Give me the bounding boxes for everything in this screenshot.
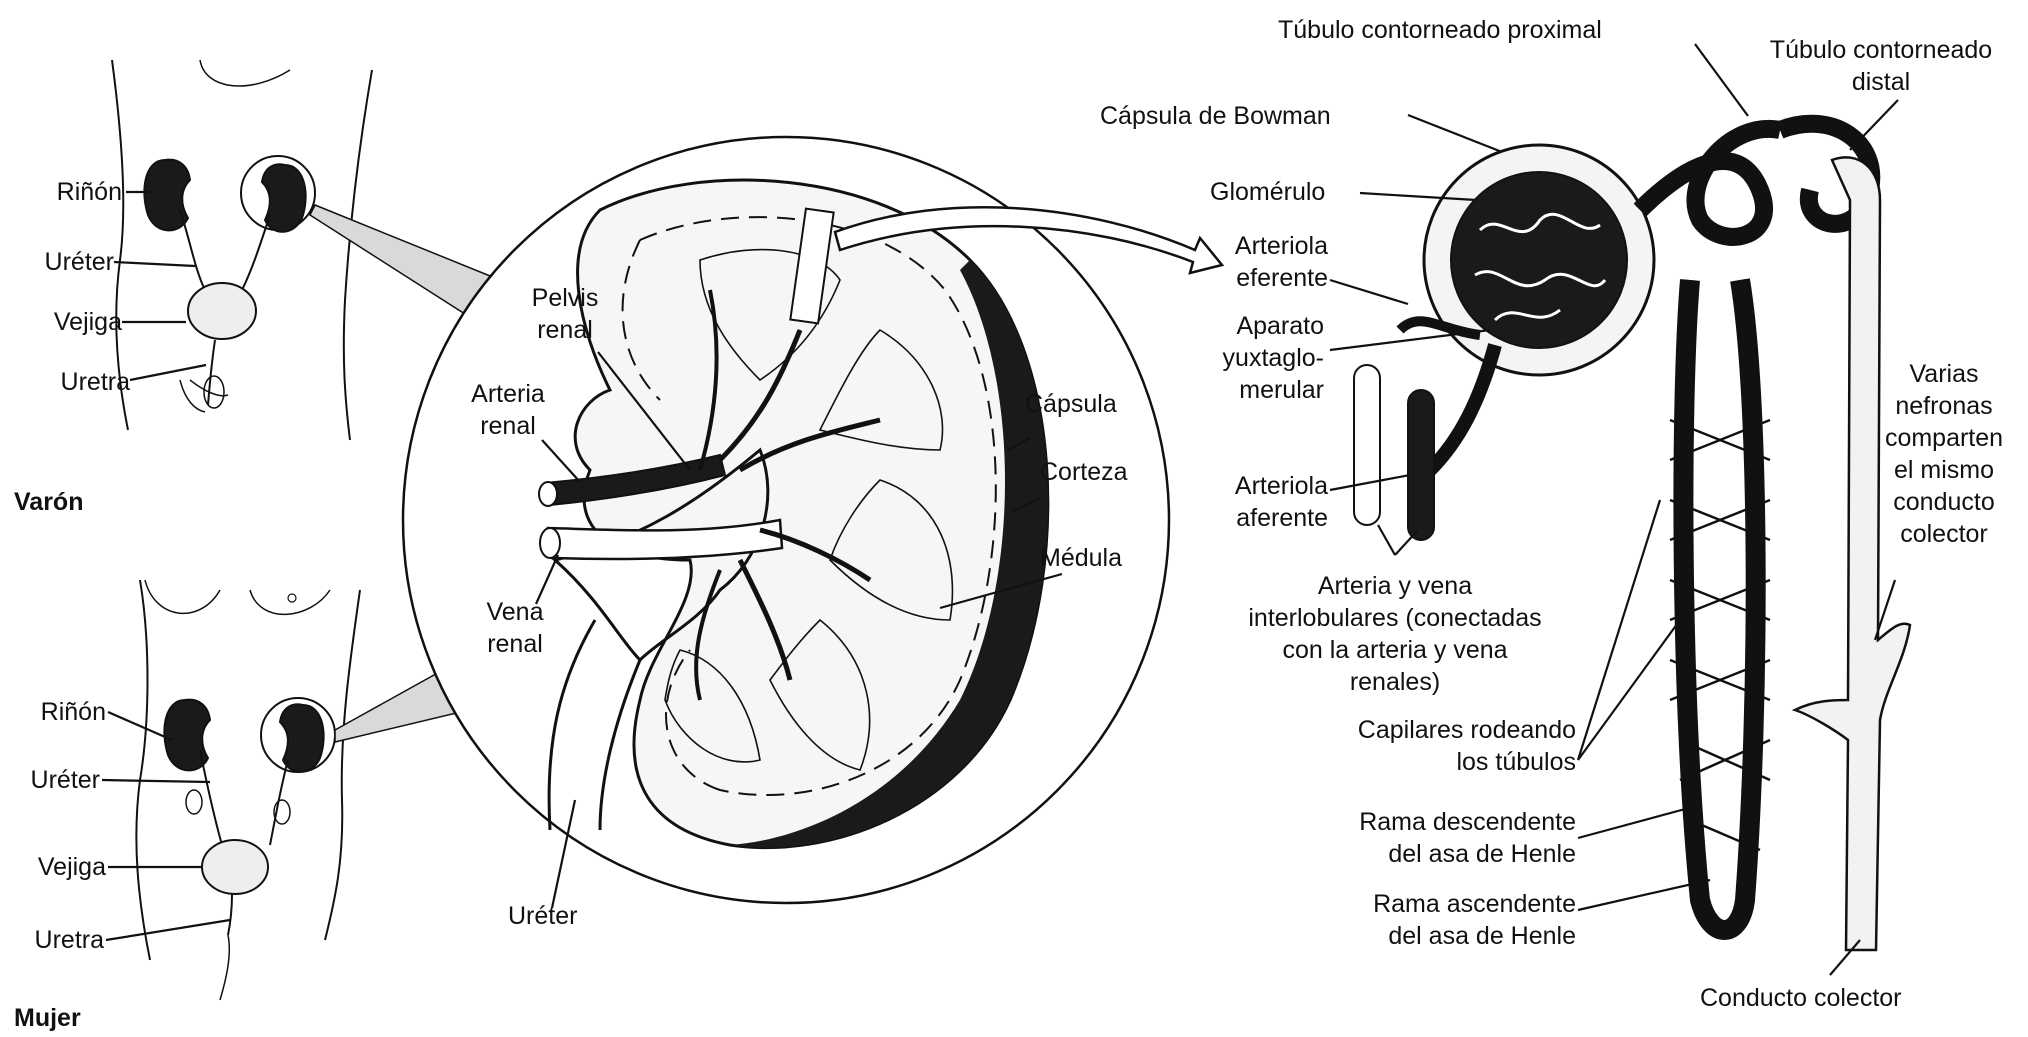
female-sex-label: Mujer — [14, 1002, 81, 1034]
female-kidney-label: Riñón — [41, 696, 106, 728]
male-kidney-label: Riñón — [57, 176, 122, 208]
male-urethra-label: Uretra — [61, 366, 130, 398]
glomerulus — [1451, 172, 1627, 348]
male-ureter-label: Uréter — [45, 246, 114, 278]
bowman-label: Cápsula de Bowman — [1100, 100, 1331, 132]
kidney-section — [403, 137, 1222, 908]
interlobular-artery — [1408, 390, 1434, 540]
male-bladder-label: Vejiga — [54, 306, 122, 338]
female-ureter-label: Uréter — [31, 764, 100, 796]
female-bladder-label: Vejiga — [38, 851, 106, 883]
center-ureter-label: Uréter — [508, 900, 577, 932]
male-bladder — [188, 283, 256, 339]
female-urethra-label: Uretra — [35, 924, 104, 956]
glomerulus-label: Glomérulo — [1210, 176, 1325, 208]
proximal-tubule-label: Túbulo contorneado proximal — [1278, 14, 1602, 46]
collecting-duct — [1795, 157, 1910, 950]
collecting-duct-label: Conducto colector — [1700, 982, 1902, 1014]
cortex-label: Corteza — [1040, 456, 1128, 488]
female-left-kidney — [164, 700, 210, 771]
capsule-label: Cápsula — [1025, 388, 1117, 420]
interlobular-vein — [1354, 365, 1380, 525]
medulla-label: Médula — [1040, 542, 1122, 574]
female-bladder — [202, 840, 268, 894]
male-sex-label: Varón — [14, 486, 83, 518]
